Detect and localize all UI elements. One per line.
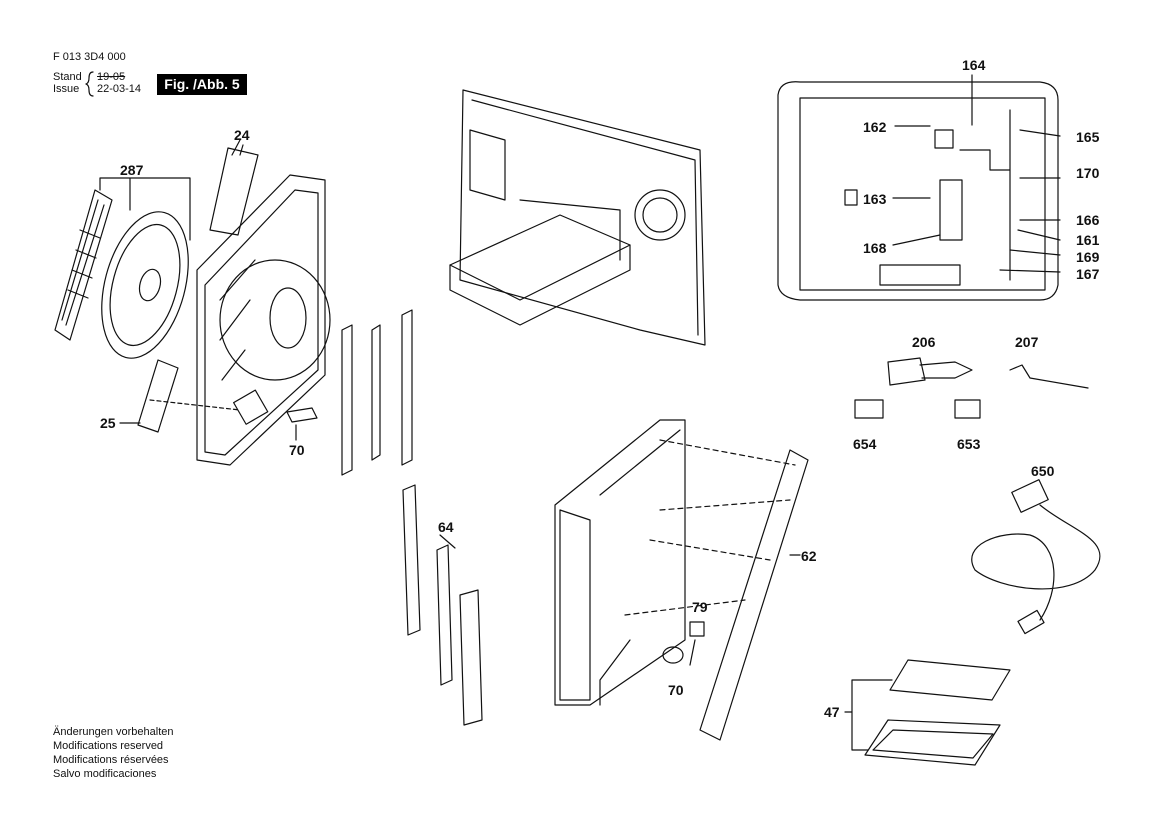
part-25-plate xyxy=(137,359,179,433)
label-650: 650 xyxy=(1031,463,1055,479)
label-653: 653 xyxy=(957,436,981,452)
brace-mark xyxy=(85,71,94,97)
part-47-filter-pad xyxy=(889,659,1011,701)
stand-date: 19-05 xyxy=(97,71,126,83)
side-panel xyxy=(554,419,686,706)
label-206: 206 xyxy=(912,334,936,350)
rail-mid xyxy=(371,324,381,461)
rail-right xyxy=(401,309,413,466)
issue-label: Issue xyxy=(53,83,80,95)
label-207: 207 xyxy=(1015,334,1039,350)
part-47-filter-frame xyxy=(864,719,1001,766)
fan-housing xyxy=(196,174,331,466)
part-79-switch xyxy=(689,621,705,637)
doc-number: F 013 3D4 000 xyxy=(53,51,126,63)
label-70-b: 70 xyxy=(668,682,684,698)
label-62: 62 xyxy=(801,548,817,564)
label-64: 64 xyxy=(438,519,454,535)
label-161: 161 xyxy=(1076,232,1100,248)
note-de: Änderungen vorbehalten xyxy=(53,726,174,738)
stand-label: Stand xyxy=(53,71,82,83)
label-167: 167 xyxy=(1076,266,1100,282)
part-650-power-cord xyxy=(971,479,1101,635)
main-chassis xyxy=(449,89,706,346)
part-24-bracket xyxy=(209,147,259,236)
part-207-hex-key xyxy=(1009,364,1089,389)
part-654-clip xyxy=(854,399,884,419)
label-287: 287 xyxy=(120,162,144,178)
label-168: 168 xyxy=(863,240,887,256)
label-163: 163 xyxy=(863,191,887,207)
part-64-rail-a xyxy=(402,484,421,636)
note-en: Modifications reserved xyxy=(53,740,164,752)
label-166: 166 xyxy=(1076,212,1100,228)
label-47: 47 xyxy=(824,704,840,720)
label-654: 654 xyxy=(853,436,877,452)
part-70-knob-b xyxy=(662,646,684,664)
label-79: 79 xyxy=(692,599,708,615)
label-70-a: 70 xyxy=(289,442,305,458)
part-64-rail-b xyxy=(436,544,453,686)
part-64-rail-c xyxy=(459,589,483,726)
label-24: 24 xyxy=(234,127,250,143)
part-287-fan-cover xyxy=(54,177,191,359)
rail-left xyxy=(341,324,353,476)
label-170: 170 xyxy=(1076,165,1100,181)
label-25: 25 xyxy=(100,415,116,431)
label-165: 165 xyxy=(1076,129,1100,145)
modification-notes: Änderungen vorbehalten Modifications res… xyxy=(53,725,173,781)
note-fr: Modifications réservées xyxy=(53,754,169,766)
part-70-knob-a xyxy=(286,407,318,423)
label-164: 164 xyxy=(962,57,986,73)
issue-date: 22-03-14 xyxy=(97,83,142,95)
figure-tag: Fig. /Abb. 5 xyxy=(157,74,247,95)
label-169: 169 xyxy=(1076,249,1100,265)
part-206-scraper xyxy=(887,357,973,386)
part-653-clip xyxy=(954,399,981,419)
label-162: 162 xyxy=(863,119,887,135)
part-62-panel xyxy=(699,449,809,741)
control-box xyxy=(777,81,1059,301)
note-es: Salvo modificaciones xyxy=(53,768,157,780)
